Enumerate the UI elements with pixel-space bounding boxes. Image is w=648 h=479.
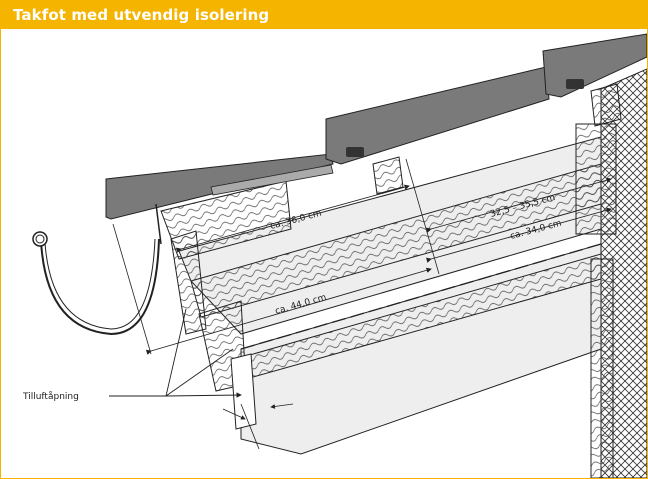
ext-line-1	[112, 223, 152, 355]
title-bar: Takfot med utvendig isolering	[1, 1, 647, 29]
ext-line-2	[405, 158, 440, 275]
fascia-trim	[230, 353, 257, 430]
ext-line-3	[240, 403, 260, 450]
air-inlet-leader-a	[165, 308, 187, 397]
eave-section-drawing: ca. 36,0 cm 32,5 – 35,5 cm ca. 34,0 cm c…	[22, 33, 647, 478]
gutter-bead-inner	[35, 234, 45, 244]
tile-2	[325, 66, 550, 165]
batten-2	[590, 83, 622, 127]
dimension-lines	[109, 158, 612, 450]
gap-arrow-2	[270, 403, 294, 409]
tile-clip-2	[566, 79, 584, 89]
diagram-title: Takfot med utvendig isolering	[13, 6, 270, 24]
gutter-bead	[32, 231, 48, 247]
air-inlet-label: Tilluftåpning	[22, 391, 79, 402]
air-inlet-leader-b	[165, 348, 234, 397]
gutter	[32, 203, 162, 336]
dim-line-tile-overlap	[175, 184, 410, 253]
tile-clip-1	[346, 147, 364, 157]
dim-line-ridge-section	[425, 207, 612, 263]
dim-line-eave-length	[145, 267, 432, 355]
gap-arrow-1	[222, 408, 246, 420]
gutter-hanger	[155, 203, 162, 245]
air-inlet-arrow	[165, 392, 242, 398]
wall-stud	[590, 258, 614, 478]
gutter-inner	[44, 238, 156, 330]
